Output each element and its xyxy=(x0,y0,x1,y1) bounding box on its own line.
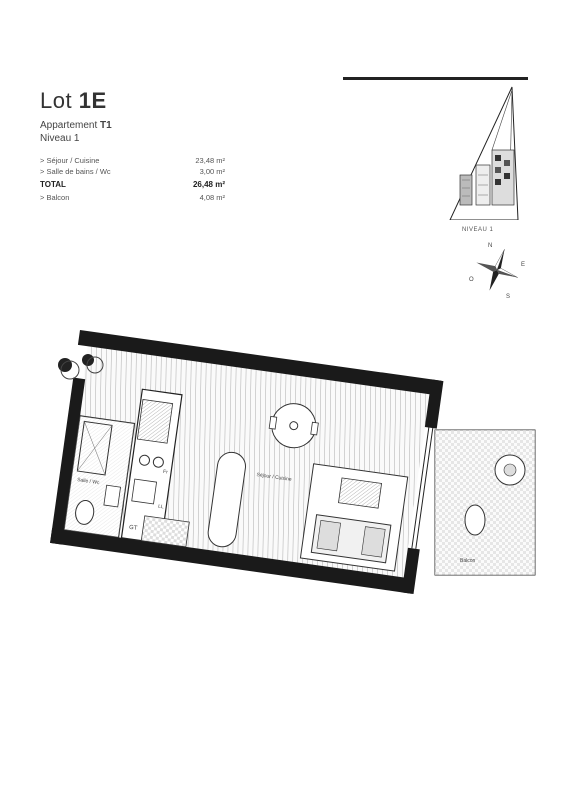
surface-value: 23,48 m² xyxy=(195,156,225,165)
compass-s: S xyxy=(506,294,510,300)
site-plan-diagram xyxy=(449,86,519,220)
surface-row: > Salle de bains / Wc 3,00 m² xyxy=(40,167,225,176)
type-value: T1 xyxy=(100,120,112,131)
surface-value: 3,00 m² xyxy=(199,167,225,176)
balcony-row: > Balcon 4,08 m² xyxy=(40,193,225,202)
compass-n: N xyxy=(488,243,492,249)
total-label: TOTAL xyxy=(40,180,66,189)
surface-total-row: TOTAL 26,48 m² xyxy=(40,180,225,189)
gt-label: GT xyxy=(129,525,138,532)
lot-number: 1E xyxy=(78,88,107,113)
surface-label: > Séjour / Cuisine xyxy=(40,156,100,165)
surface-label: > Salle de bains / Wc xyxy=(40,167,111,176)
balcony-value: 4,08 m² xyxy=(199,193,225,202)
level-label: Niveau 1 xyxy=(40,133,80,144)
floor-plan: Salle / Wc Fr LL GT Séjour / Cuisine Bal xyxy=(50,330,536,594)
compass-rose-icon: N E S O xyxy=(469,243,525,300)
compass-e: E xyxy=(521,262,525,268)
apartment-type: Appartement T1 xyxy=(40,120,225,131)
balcony-plan-label: Balcon xyxy=(460,558,476,564)
type-prefix: Appartement xyxy=(40,120,98,131)
fridge-label: Fr xyxy=(163,469,169,476)
lot-title: Lot 1E xyxy=(40,88,225,114)
compass-o: O xyxy=(469,277,474,283)
lot-header: Lot 1E Appartement T1 Niveau 1 > Séjour … xyxy=(40,88,225,204)
balcony-label: > Balcon xyxy=(40,193,70,202)
surfaces-table: > Séjour / Cuisine 23,48 m² > Salle de b… xyxy=(40,156,225,202)
total-value: 26,48 m² xyxy=(192,180,225,189)
main-room-label: Séjour / Cuisine xyxy=(256,472,292,483)
washer-label: LL xyxy=(158,504,165,511)
top-rule xyxy=(343,77,528,80)
lot-prefix: Lot xyxy=(40,88,73,113)
bathroom-label: Salle / Wc xyxy=(77,477,101,486)
surface-row: > Séjour / Cuisine 23,48 m² xyxy=(40,156,225,165)
site-level-label: NIVEAU 1 xyxy=(462,227,494,233)
